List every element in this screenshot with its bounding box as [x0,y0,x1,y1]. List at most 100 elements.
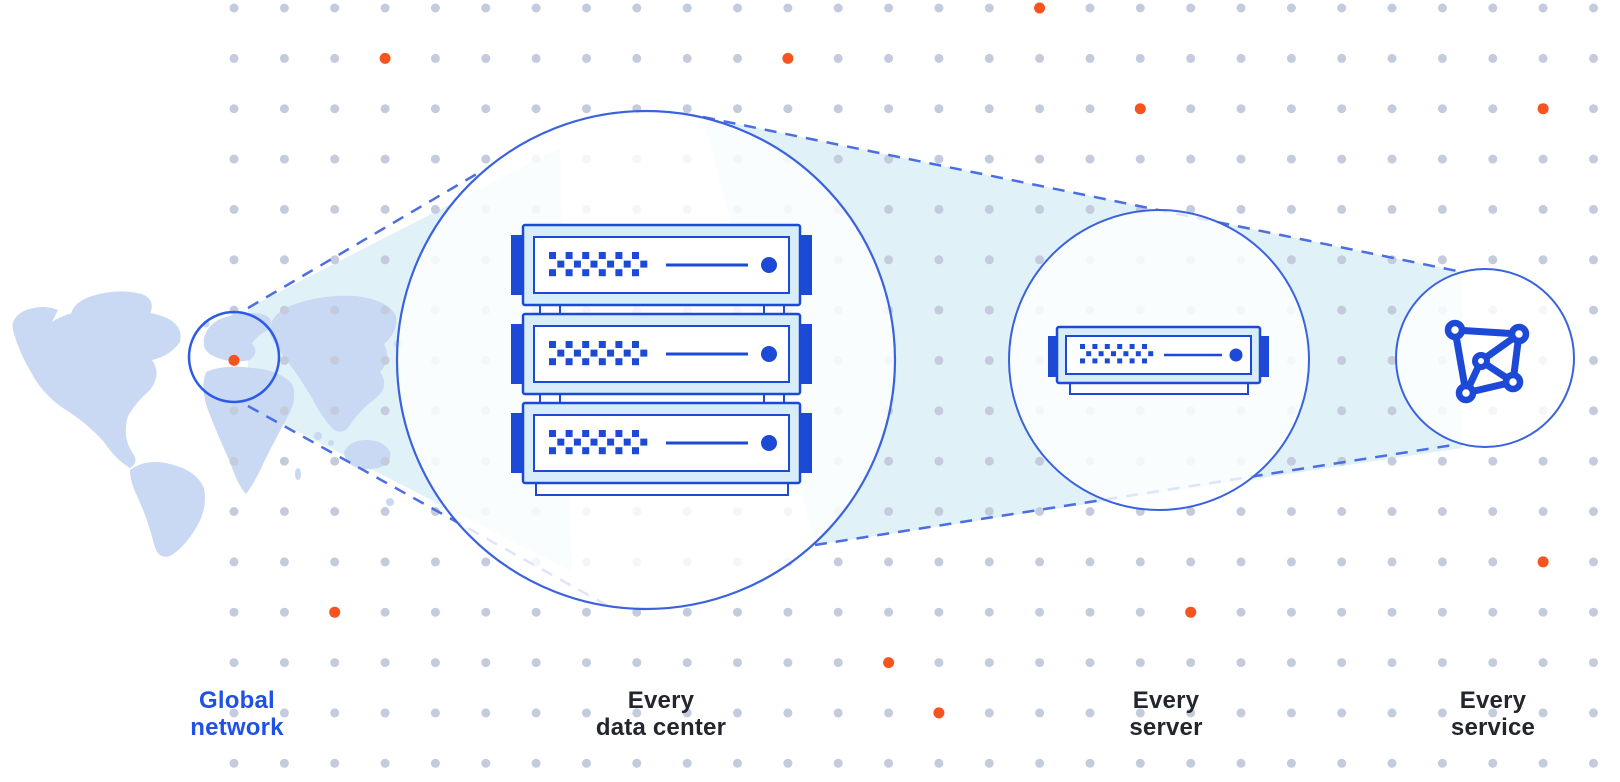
grid-dot [984,507,994,516]
grid-dot [1135,154,1145,164]
grid-dot [1437,758,1447,768]
grid-dot [1437,507,1447,516]
grid-dot [380,355,390,365]
grid-dot [984,456,994,466]
grid-dot [330,255,340,265]
grid-dot [682,658,692,668]
vent-square [1104,358,1110,364]
grid-dot [1135,758,1145,768]
grid-dot [1337,104,1347,114]
vent-square [632,269,639,277]
grid-dot [279,658,289,668]
grid-dot [1538,607,1548,617]
vent-square [632,430,639,437]
server-faceplate [533,236,790,294]
grid-dot-orange [782,52,794,64]
world-map [12,291,402,557]
vent-square [615,447,623,455]
network-graph-icon [1444,319,1530,404]
grid-dot [380,708,390,718]
grid-dot [380,658,390,668]
grid-dot [1589,305,1598,315]
single-server [1048,325,1269,395]
server-ear-left [511,413,525,473]
grid-dot [733,3,742,13]
server-base [1069,382,1249,395]
grid-dot [1085,204,1095,214]
grid-dot [682,104,692,114]
grid-dot [1387,406,1397,416]
grid-dot [229,607,239,617]
vent-square [549,341,556,348]
grid-dot [1286,3,1296,13]
grid-dot [783,758,793,768]
grid-dot [934,255,944,265]
label-line: network [190,713,284,741]
grid-dot [1236,204,1246,214]
grid-dot [279,406,289,416]
vent-square [598,269,606,277]
grid-dot [531,758,541,768]
grid-dot [934,3,944,13]
grid-dot [1437,557,1447,567]
label-line: data center [595,713,727,741]
grid-dot [733,104,742,114]
server-ear-right [798,324,812,384]
grid-dot [934,507,944,516]
grid-dot [330,708,340,718]
vent-square [623,438,631,446]
vent-square [1092,358,1098,364]
vent-square [1092,344,1098,349]
vent-square [615,430,623,437]
server-led [761,346,777,362]
grid-dot [430,758,440,768]
grid-dot [934,53,944,63]
vent-square [582,341,590,348]
grid-dot [1437,255,1447,265]
grid-dot [1085,658,1095,668]
grid-dot [1085,758,1095,768]
grid-dot [884,607,894,617]
grid-dot [279,557,289,567]
grid-dot [1035,456,1045,466]
grid-dot [1437,607,1447,617]
grid-dot [833,104,843,114]
grid-dot [1538,507,1548,516]
grid-dot [984,104,994,114]
vent-square [557,260,565,268]
vent-square [1080,344,1085,349]
grid-dot [984,658,994,668]
vent-square [632,358,639,366]
grid-dot [229,53,239,63]
grid-dot [1337,355,1347,365]
grid-dot [1488,53,1498,63]
grid-dot [934,607,944,617]
vent-square [1129,344,1135,349]
grid-dot [783,658,793,668]
grid-dot [380,204,390,214]
vent-square [573,438,581,446]
grid-dot [1437,3,1447,13]
grid-dot [1035,104,1045,114]
vent-square [549,252,556,259]
grid-dot [531,607,541,617]
vent-square [615,252,623,259]
grid-dot [229,3,239,13]
grid-dot [1236,154,1246,164]
vent-square [640,438,648,446]
vent-square [565,447,573,455]
grid-dot [934,305,944,315]
vent-square [1142,358,1147,364]
vent-square [640,260,648,268]
grid-dot-orange [1034,2,1046,14]
grid-dot [1589,3,1598,13]
vent-square [607,349,615,357]
grid-dot [1488,507,1498,516]
grid-dot [984,3,994,13]
grid-dot [330,507,340,516]
vent-square [1111,351,1116,357]
label-every-data-center: Every data center [595,687,727,741]
grid-dot [279,456,289,466]
grid-dot [1186,658,1196,668]
